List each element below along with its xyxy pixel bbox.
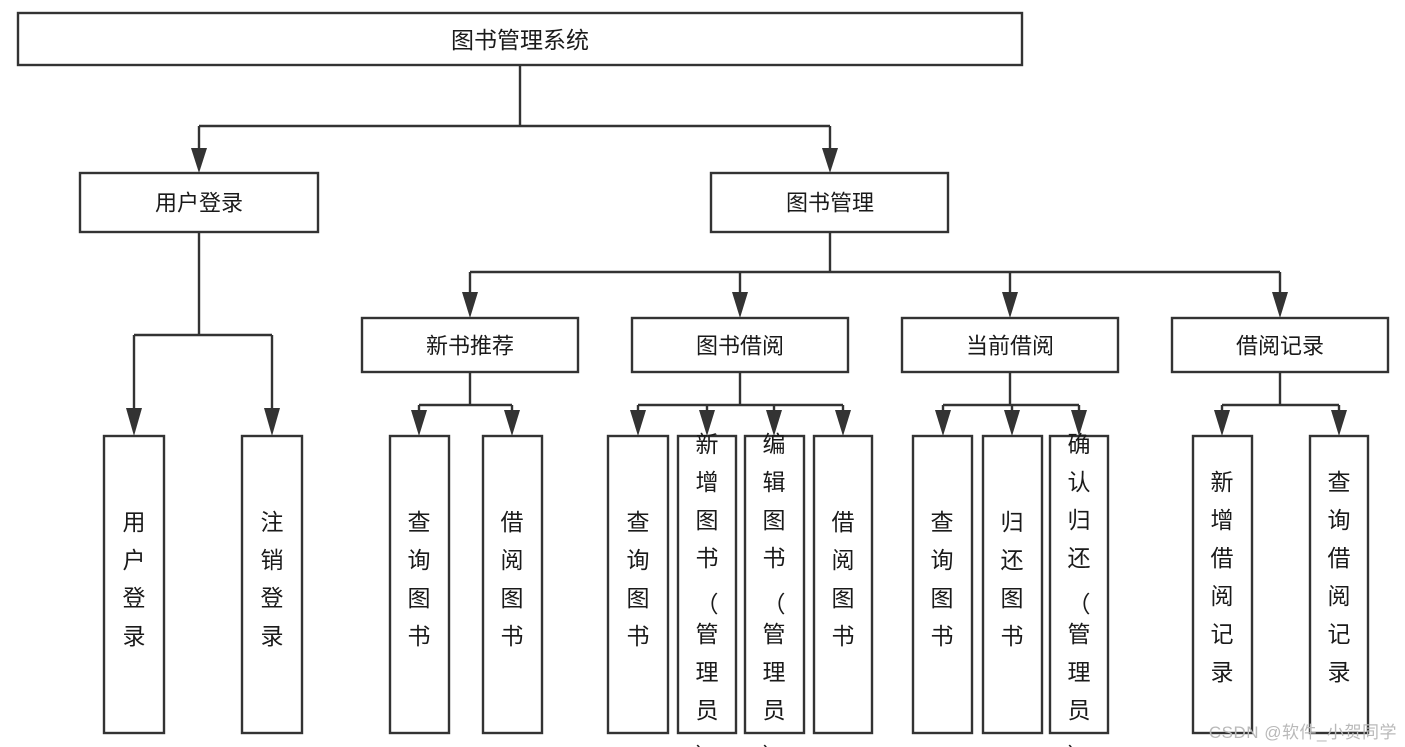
arrowhead-leaf-user-logout	[264, 408, 280, 436]
node-leaf-borrow-book-2-box[interactable]	[812, 434, 874, 735]
connector-group-root	[191, 65, 838, 173]
arrowhead-leaf-add-borrow-record	[1214, 410, 1230, 436]
node-leaf-add-borrow-record-box[interactable]	[1191, 434, 1254, 735]
node-leaf-return-book-label: 归还图书	[1001, 509, 1024, 649]
node-current-borrow-box[interactable]	[900, 316, 1120, 374]
arrowhead-leaf-return-book	[1004, 410, 1020, 436]
arrowhead-leaf-borrow-book-1	[504, 410, 520, 436]
node-leaf-user-logout-label: 注销登录	[261, 509, 284, 649]
node-leaf-query-borrow-record-box[interactable]	[1308, 434, 1370, 735]
node-borrow-record-box[interactable]	[1170, 316, 1390, 374]
node-leaf-borrow-book-1-label: 借阅图书	[501, 509, 524, 649]
node-leaf-query-book-1[interactable]: 查询图书	[388, 434, 451, 735]
node-leaf-confirm-return-admin-box[interactable]	[1048, 434, 1110, 735]
node-leaf-add-book-admin[interactable]: 新增图书（管理员）	[676, 431, 738, 747]
node-book-borrow-label: 图书借阅	[696, 334, 784, 359]
connector-group-book-manage	[462, 232, 1288, 318]
connector-group-book-borrow	[630, 372, 851, 436]
node-new-book-recommend[interactable]: 新书推荐	[360, 316, 580, 374]
node-leaf-edit-book-admin-box[interactable]	[743, 434, 806, 735]
arrowhead-user-login	[191, 148, 207, 173]
node-leaf-query-book-2-label: 查询图书	[627, 509, 650, 649]
node-leaf-query-book-3[interactable]: 查询图书	[911, 434, 974, 735]
arrowhead-new-book-recommend	[462, 292, 478, 318]
node-book-manage[interactable]: 图书管理	[709, 171, 950, 234]
node-leaf-confirm-return-admin-label: 确认归还（管理员）	[1068, 431, 1091, 747]
arrowhead-current-borrow	[1002, 292, 1018, 318]
arrowhead-borrow-record	[1272, 292, 1288, 318]
arrowhead-leaf-query-borrow-record	[1331, 410, 1347, 436]
connector-group-current-borrow	[935, 372, 1087, 436]
node-leaf-query-book-3-label: 查询图书	[931, 509, 954, 649]
node-current-borrow[interactable]: 当前借阅	[900, 316, 1120, 374]
node-new-book-recommend-label: 新书推荐	[426, 334, 514, 359]
node-leaf-borrow-book-1[interactable]: 借阅图书	[481, 434, 544, 735]
node-user-login[interactable]: 用户登录	[78, 171, 320, 234]
arrowhead-leaf-edit-book-admin	[766, 410, 782, 436]
node-user-login-label: 用户登录	[155, 191, 243, 216]
node-root-label: 图书管理系统	[451, 27, 589, 53]
node-leaf-query-book-1-label: 查询图书	[408, 509, 431, 649]
node-leaf-query-borrow-record-label: 查询借阅记录	[1328, 469, 1351, 685]
node-current-borrow-label: 当前借阅	[966, 334, 1054, 359]
node-leaf-query-book-3-box[interactable]	[911, 434, 974, 735]
node-leaf-add-borrow-record-label: 新增借阅记录	[1211, 469, 1234, 685]
arrowhead-book-manage	[822, 148, 838, 173]
arrowhead-leaf-borrow-book-2	[835, 410, 851, 436]
arrowhead-leaf-confirm-return-admin	[1071, 410, 1087, 436]
node-leaf-add-book-admin-box[interactable]	[676, 434, 738, 735]
node-leaf-add-book-admin-label: 新增图书（管理员）	[696, 431, 719, 747]
node-user-login-box[interactable]	[78, 171, 320, 234]
node-leaf-return-book[interactable]: 归还图书	[981, 434, 1044, 735]
node-leaf-borrow-book-2-label: 借阅图书	[832, 509, 855, 649]
node-borrow-record[interactable]: 借阅记录	[1170, 316, 1390, 374]
node-book-borrow[interactable]: 图书借阅	[630, 316, 850, 374]
node-leaf-user-login[interactable]: 用户登录	[102, 434, 166, 735]
arrowhead-leaf-query-book-2	[630, 410, 646, 436]
node-leaf-edit-book-admin[interactable]: 编辑图书（管理员）	[743, 431, 806, 747]
node-borrow-record-label: 借阅记录	[1236, 334, 1324, 359]
node-leaf-user-logout-box[interactable]	[240, 434, 304, 735]
node-leaf-confirm-return-admin[interactable]: 确认归还（管理员）	[1048, 431, 1110, 747]
arrowhead-leaf-query-book-3	[935, 410, 951, 436]
node-book-borrow-box[interactable]	[630, 316, 850, 374]
node-new-book-recommend-box[interactable]	[360, 316, 580, 374]
node-leaf-user-login-box[interactable]	[102, 434, 166, 735]
node-leaf-query-book-1-box[interactable]	[388, 434, 451, 735]
node-root-box[interactable]	[16, 11, 1024, 67]
node-root[interactable]: 图书管理系统	[16, 11, 1024, 67]
node-book-manage-label: 图书管理	[786, 191, 874, 216]
node-leaf-query-book-2-box[interactable]	[606, 434, 670, 735]
connector-group-borrow-record	[1214, 372, 1347, 436]
node-leaf-return-book-box[interactable]	[981, 434, 1044, 735]
node-book-manage-box[interactable]	[709, 171, 950, 234]
connector-group-new-book-recommend	[411, 372, 520, 436]
node-leaf-borrow-book-1-box[interactable]	[481, 434, 544, 735]
node-leaf-query-borrow-record[interactable]: 查询借阅记录	[1308, 434, 1370, 735]
node-leaf-edit-book-admin-label: 编辑图书（管理员）	[763, 431, 786, 747]
node-leaf-borrow-book-2[interactable]: 借阅图书	[812, 434, 874, 735]
arrowhead-leaf-user-login	[126, 408, 142, 436]
arrowhead-book-borrow	[732, 292, 748, 318]
connector-group-user-login	[126, 232, 280, 436]
node-leaf-query-book-2[interactable]: 查询图书	[606, 434, 670, 735]
arrowhead-leaf-query-book-1	[411, 410, 427, 436]
arrowhead-leaf-add-book-admin	[699, 410, 715, 436]
node-leaf-user-logout[interactable]: 注销登录	[240, 434, 304, 735]
node-leaf-add-borrow-record[interactable]: 新增借阅记录	[1191, 434, 1254, 735]
node-leaf-user-login-label: 用户登录	[123, 509, 146, 649]
